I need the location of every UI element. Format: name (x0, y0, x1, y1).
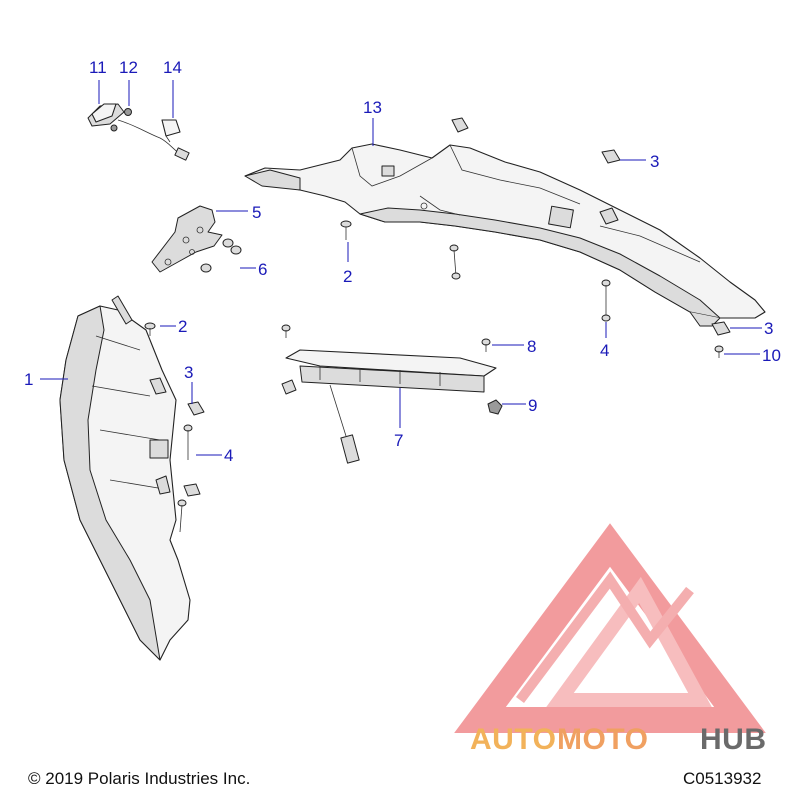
part-rear-fender (244, 143, 766, 327)
callout-13: 13 (363, 98, 382, 117)
callout-1: 1 (24, 370, 33, 389)
leader-lines (40, 80, 762, 456)
copyright-text: © 2019 Polaris Industries Inc. (28, 769, 250, 788)
callout-4-right: 4 (600, 341, 609, 360)
callout-4-left: 4 (224, 446, 233, 465)
callout-12: 12 (119, 58, 138, 77)
callout-3-right: 3 (764, 319, 773, 338)
callout-14: 14 (163, 58, 182, 77)
callout-3-upper: 3 (650, 152, 659, 171)
watermark-text-moto: MOTO (557, 723, 648, 756)
callout-3-left: 3 (184, 363, 193, 382)
part-light-harness (87, 103, 190, 161)
watermark-text-auto: AUTO (470, 723, 556, 756)
callout-labels: 11 12 14 13 3 5 6 2 2 1 3 4 4 3 10 8 9 7 (24, 58, 781, 465)
callout-2-left: 2 (178, 317, 187, 336)
part-side-panel (59, 295, 205, 661)
callout-7: 7 (394, 431, 403, 450)
watermark-text: AUTO MOTO HUB (470, 723, 767, 756)
diagram-code: C0513932 (683, 769, 761, 788)
callout-11: 11 (89, 58, 107, 77)
callout-8: 8 (527, 337, 536, 356)
watermark-triangle-outer (454, 523, 766, 733)
watermark-triangle-inner (546, 576, 712, 707)
callout-9: 9 (528, 396, 537, 415)
watermark-logo (454, 523, 766, 733)
callout-10: 10 (762, 346, 781, 365)
watermark-text-hub: HUB (700, 723, 767, 756)
callout-2-upper: 2 (343, 267, 352, 286)
part-clip-upper (451, 117, 731, 336)
part-bracket (151, 205, 223, 273)
callout-6: 6 (258, 260, 267, 279)
part-fasteners (144, 220, 724, 533)
watermark-stroke (516, 571, 694, 703)
callout-5: 5 (252, 203, 261, 222)
part-light-bar (281, 349, 503, 464)
part-grommets (200, 238, 242, 273)
